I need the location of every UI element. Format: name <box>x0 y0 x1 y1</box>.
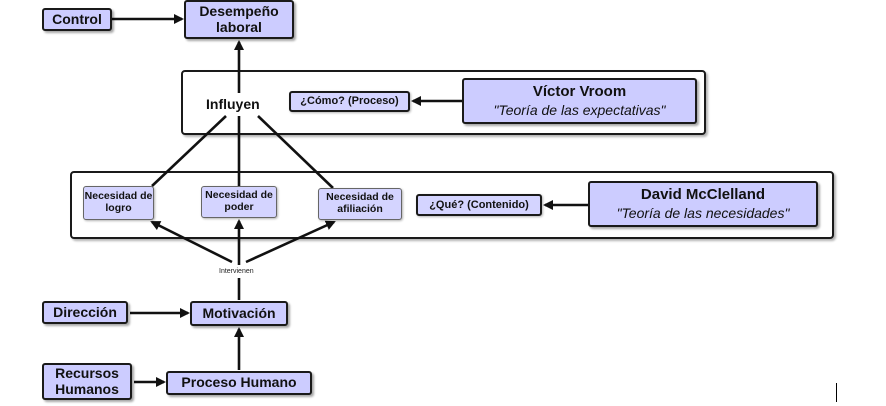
necesidad-poder-box: Necesidad de poder <box>201 186 277 218</box>
influyen-label: Influyen <box>206 96 260 112</box>
recursos-humanos-box: Recursos Humanos <box>42 363 132 400</box>
vroom-name: Víctor Vroom <box>532 83 627 101</box>
desempeno-laboral-box: Desempeño laboral <box>184 0 294 39</box>
que-contenido-box: ¿Qué? (Contenido) <box>416 194 542 216</box>
vroom-theory-box: Víctor Vroom "Teoría de las expectativas… <box>462 78 697 124</box>
line-logro-to-influyen <box>151 115 227 187</box>
direccion-box: Dirección <box>42 301 128 324</box>
mcclelland-theory-box: David McClelland "Teoría de las necesida… <box>588 181 818 227</box>
line-afiliacion-to-influyen <box>257 115 334 189</box>
intervienen-label: Intervienen <box>219 268 254 275</box>
necesidad-logro-box: Necesidad de logro <box>83 186 154 220</box>
mcclelland-theory-title: "Teoría de las necesidades" <box>616 204 790 221</box>
arrow-intervienen-to-afiliacion <box>245 220 336 264</box>
mcclelland-name: David McClelland <box>640 186 766 204</box>
motivacion-box: Motivación <box>190 301 288 326</box>
como-proceso-box: ¿Cómo? (Proceso) <box>289 91 410 112</box>
arrow-intervienen-to-logro <box>150 220 233 264</box>
vroom-theory-title: "Teoría de las expectativas" <box>493 101 666 118</box>
necesidad-afiliacion-box: Necesidad de afiliación <box>318 188 402 220</box>
control-box: Control <box>42 8 112 31</box>
text-cursor <box>836 383 837 402</box>
proceso-humano-box: Proceso Humano <box>166 371 312 395</box>
